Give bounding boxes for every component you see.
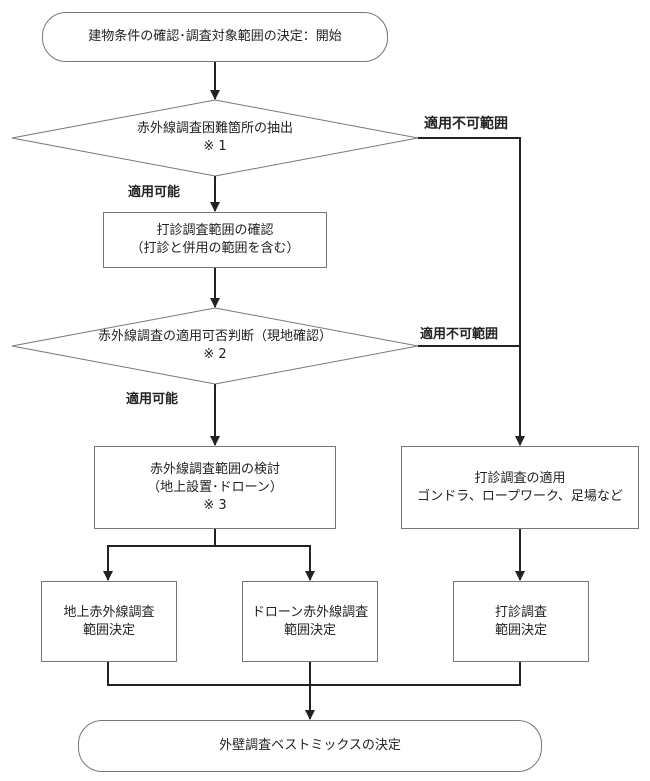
percussion-final-box: 打診調査 範囲決定 <box>453 581 589 662</box>
decision2-yes-label: 適用可能 <box>126 392 179 407</box>
end-label: 外壁調査ベストミックスの決定 <box>219 738 401 753</box>
percussion-final-title: 打診調査 <box>494 604 547 620</box>
arrow-irstudy-split <box>107 529 216 579</box>
percussion-final-sub: 範囲決定 <box>494 622 547 638</box>
drone-ir-box: ドローン赤外線調査 範囲決定 <box>242 581 378 662</box>
decision1-text: 赤外線調査困難箇所の抽出 ※ 1 <box>60 120 370 156</box>
drone-ir-title: ドローン赤外線調査 <box>251 604 369 620</box>
percussion-range-title: 打診調査範囲の確認 <box>156 223 274 238</box>
decision2-text: 赤外線調査の適用可否判断（現地確認） ※ 2 <box>60 328 370 364</box>
percussion-range-sub: （打診と併用の範囲を含む） <box>130 241 300 256</box>
percussion-apply-box: 打診調査の適用 ゴンドラ、ロープワーク、足場など <box>401 446 639 529</box>
start-terminator: 建物条件の確認･調査対象範囲の決定：開始 <box>42 12 388 62</box>
decision2-note: ※ 2 <box>203 347 227 362</box>
decision2-no-label: 適用不可範囲 <box>420 327 499 342</box>
end-terminator: 外壁調査ベストミックスの決定 <box>78 720 542 772</box>
arrow-to-drone-ir <box>215 545 315 581</box>
ir-study-note: ※ 3 <box>203 497 227 513</box>
arrow-d1-no-path <box>418 137 525 446</box>
decision1-yes-label: 適用可能 <box>128 185 181 200</box>
decision1-note: ※ 1 <box>203 139 227 154</box>
percussion-range-box: 打診調査範囲の確認 （打診と併用の範囲を含む） <box>103 212 327 268</box>
ground-ir-title: 地上赤外線調査 <box>63 604 155 620</box>
start-label: 建物条件の確認･調査対象範囲の決定：開始 <box>88 29 342 44</box>
ground-ir-sub: 範囲決定 <box>82 622 135 638</box>
ir-study-box: 赤外線調査範囲の検討 （地上設置･ドローン） ※ 3 <box>94 446 336 529</box>
percussion-apply-title: 打診調査の適用 <box>474 470 566 486</box>
drone-ir-sub: 範囲決定 <box>283 622 336 638</box>
percussion-apply-sub: ゴンドラ、ロープワーク、足場など <box>417 488 623 504</box>
decision2-label: 赤外線調査の適用可否判断（現地確認） <box>97 329 332 344</box>
decision1-label: 赤外線調査困難箇所の抽出 <box>136 121 293 136</box>
ir-study-title: 赤外線調査範囲の検討 <box>149 461 280 477</box>
decision1-no-label: 適用不可範囲 <box>424 116 508 132</box>
ir-study-sub: （地上設置･ドローン） <box>147 479 283 495</box>
ground-ir-box: 地上赤外線調査 範囲決定 <box>41 581 177 662</box>
merge-line <box>107 662 521 686</box>
